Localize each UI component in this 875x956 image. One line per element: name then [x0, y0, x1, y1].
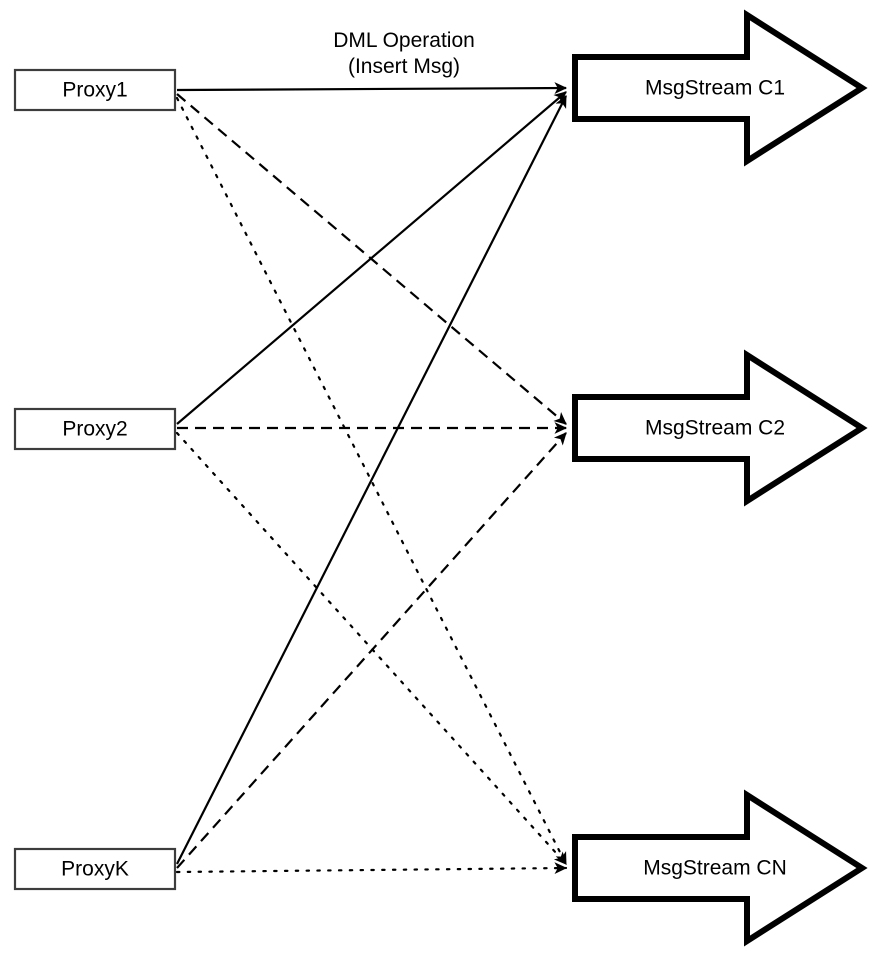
proxy-box-proxy2: [13, 407, 177, 451]
link-proxyK-to-c2: [176, 432, 567, 869]
link-proxy2-to-cn: [175, 431, 568, 866]
proxy-node-proxy1[interactable]: Proxy1: [13, 68, 177, 112]
link-proxy1-to-c1: [176, 82, 568, 94]
link-proxy2-to-c1: [176, 91, 567, 425]
edge-label-dml: DML Operation (Insert Msg): [333, 29, 475, 78]
proxy-label-proxy1: Proxy1: [62, 79, 127, 102]
block-arrow-icon-c1: [572, 9, 868, 167]
proxy-node-proxyK[interactable]: ProxyK: [13, 847, 177, 891]
msgstream-label-c1: MsgStream C1: [645, 77, 785, 100]
links-layer: [175, 82, 568, 875]
proxy-node-proxy2[interactable]: Proxy2: [13, 407, 177, 451]
link-proxyK-to-cn: [175, 862, 568, 875]
proxy-box-proxyK: [13, 847, 177, 891]
edge-label-line-1: DML Operation: [333, 29, 475, 52]
proxy-box-proxy1: [13, 68, 177, 112]
msgstream-node-c2[interactable]: MsgStream C2: [572, 349, 868, 507]
msgstream-node-c1[interactable]: MsgStream C1: [572, 9, 868, 167]
msgstream-node-cn[interactable]: MsgStream CN: [572, 789, 868, 947]
block-arrow-icon-c2: [572, 349, 868, 507]
msgstream-label-c2: MsgStream C2: [645, 417, 785, 440]
edge-label-line-2: (Insert Msg): [348, 55, 460, 78]
proxy-label-proxyK: ProxyK: [61, 858, 129, 881]
block-arrow-icon-cn: [572, 789, 868, 947]
proxy-label-proxy2: Proxy2: [62, 418, 127, 441]
msgstream-label-cn: MsgStream CN: [643, 857, 787, 880]
streams-layer: MsgStream C1 MsgStream C2 MsgStream CN: [572, 9, 868, 947]
link-proxyK-to-c1: [176, 95, 567, 865]
link-proxy1-to-cn: [175, 96, 568, 866]
